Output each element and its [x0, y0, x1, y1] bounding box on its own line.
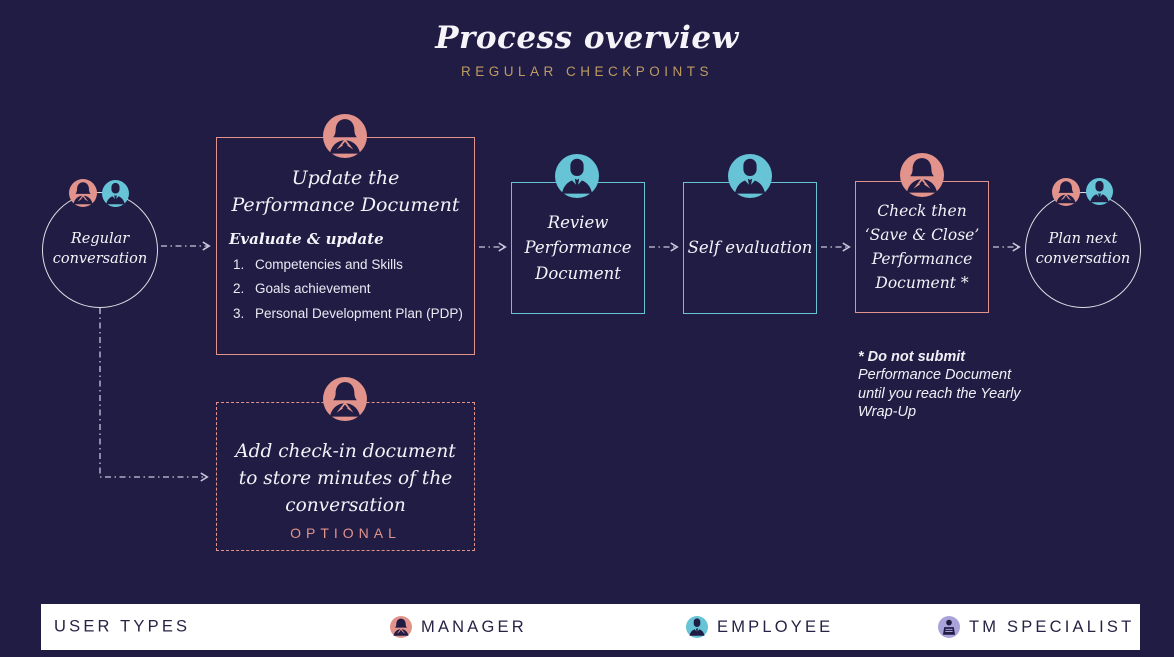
checklist-item: Competencies and Skills	[248, 257, 474, 273]
node-label: Check then ‘Save & Close’ Performance Do…	[864, 201, 980, 293]
node-label: Add check-in document to store minutes o…	[235, 441, 456, 516]
page-subtitle: REGULAR CHECKPOINTS	[460, 64, 714, 79]
employee-icon	[555, 154, 599, 198]
optional-badge: OPTIONAL	[290, 525, 401, 541]
node-label: Review Performance Document	[524, 212, 632, 283]
footnote-body: Performance Document until you reach the…	[858, 367, 1021, 421]
node-label: Self evaluation	[687, 238, 813, 258]
footnote-lead: * Do not submit	[858, 349, 966, 365]
checklist-item: Goals achievement	[248, 281, 474, 297]
manager-icon	[390, 616, 412, 638]
node-label: Plan next conversation	[1035, 231, 1131, 267]
footnote: * Do not submit Performance Document unt…	[858, 348, 1028, 422]
page-title: Process overview	[435, 20, 739, 56]
node-subheading: Evaluate & update	[229, 230, 384, 249]
legend-label: EMPLOYEE	[717, 617, 834, 636]
legend-title: USER TYPES	[54, 617, 191, 636]
node-title: Update the Performance Document	[231, 167, 460, 216]
employee-icon	[1086, 178, 1113, 205]
manager-icon	[1052, 178, 1080, 206]
node-save-close-document: Check then ‘Save & Close’ Performance Do…	[855, 181, 989, 313]
legend-label: TM SPECIALIST	[969, 617, 1135, 636]
legend-bar: USER TYPES MANAGER EMPLOYEE TM SPECIALIS…	[41, 604, 1140, 650]
node-regular-conversation: Regular conversation	[42, 192, 158, 308]
tm-specialist-icon	[938, 616, 960, 638]
node-optional-checkin: Add check-in document to store minutes o…	[216, 402, 475, 551]
manager-icon	[323, 114, 367, 158]
manager-icon	[323, 377, 367, 421]
node-update-performance-document: Update the Performance Document Evaluate…	[216, 137, 475, 355]
employee-icon	[102, 180, 129, 207]
legend-item-tm-specialist: TM SPECIALIST	[938, 616, 1134, 638]
checklist-item: Personal Development Plan (PDP)	[248, 306, 474, 322]
employee-icon	[686, 616, 708, 638]
node-label: Regular conversation	[52, 231, 148, 267]
manager-icon	[69, 179, 97, 207]
update-checklist: Competencies and Skills Goals achievemen…	[217, 257, 474, 322]
legend-label: MANAGER	[421, 617, 527, 636]
manager-icon	[900, 153, 944, 197]
node-plan-next-conversation: Plan next conversation	[1025, 192, 1141, 308]
legend-item-employee: EMPLOYEE	[686, 616, 833, 638]
employee-icon	[728, 154, 772, 198]
legend-item-manager: MANAGER	[390, 616, 527, 638]
node-review-performance-document: Review Performance Document	[511, 182, 645, 314]
node-self-evaluation: Self evaluation	[683, 182, 817, 314]
